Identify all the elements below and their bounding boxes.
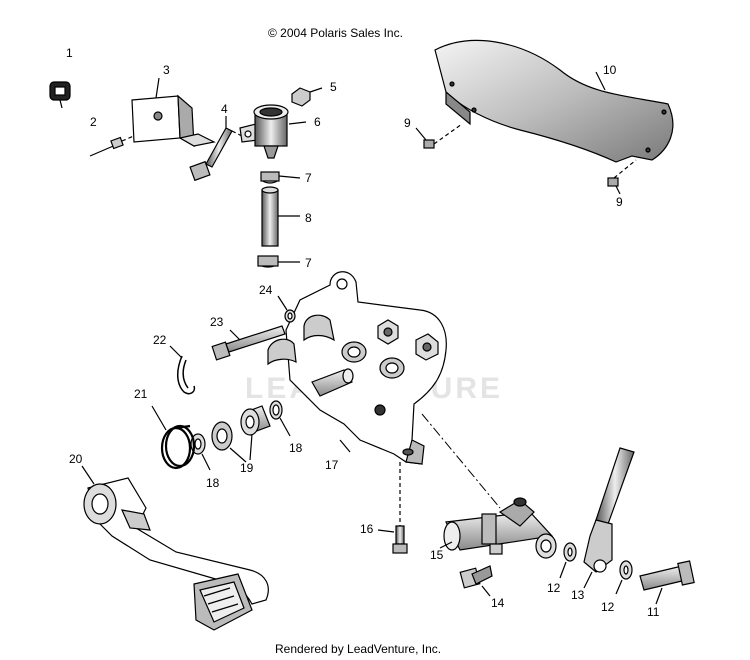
callout-6: 6 — [314, 115, 321, 129]
callout-labels: 1 2 3 4 5 6 7 8 7 9 10 9 24 23 22 21 18 … — [66, 46, 660, 619]
callout-12a: 12 — [547, 581, 561, 595]
part-8-hose — [261, 186, 300, 247]
callout-9b: 9 — [616, 195, 623, 209]
part-12-washer-right — [615, 560, 633, 595]
part-5-nut — [291, 87, 323, 107]
part-24-washer — [277, 295, 296, 323]
copyright-text: © 2004 Polaris Sales Inc. — [268, 26, 403, 40]
callout-11: 11 — [647, 605, 660, 619]
part-3-bracket — [131, 77, 216, 148]
callout-10: 10 — [603, 63, 617, 77]
callout-7a: 7 — [305, 171, 312, 185]
callout-4: 4 — [221, 102, 228, 116]
part-13-clevis-rod — [583, 447, 635, 589]
part-4-bolt — [189, 116, 251, 182]
part-23-bolt — [211, 325, 286, 361]
callout-13: 13 — [571, 588, 585, 602]
callout-16: 16 — [360, 522, 374, 536]
callout-21: 21 — [134, 387, 148, 401]
callout-5: 5 — [330, 80, 337, 94]
part-21-return-spring — [151, 405, 196, 470]
part-11-bolt — [639, 560, 695, 605]
part-20-brake-pedal — [81, 465, 269, 631]
callout-18b: 18 — [289, 441, 303, 455]
callout-8: 8 — [305, 211, 312, 225]
callout-18a: 18 — [206, 476, 220, 490]
callout-1: 1 — [66, 46, 73, 60]
callout-22: 22 — [153, 333, 167, 347]
part-14-bolt — [459, 565, 493, 597]
rendered-by-text: Rendered by LeadVenture, Inc. — [275, 642, 442, 656]
callout-14: 14 — [491, 596, 505, 610]
part-16-bolt — [377, 462, 408, 554]
part-9-screw-right — [607, 159, 637, 195]
part-7-clamp-lower — [257, 255, 300, 268]
assembly-centerline — [421, 413, 501, 509]
part-19-bushings — [211, 405, 271, 463]
part-17-mounting-bracket — [267, 271, 447, 465]
part-9-screw-left — [415, 123, 463, 149]
callout-15: 15 — [430, 548, 444, 562]
part-7-clamp-upper — [260, 171, 301, 184]
callout-2: 2 — [90, 115, 97, 129]
callout-20: 20 — [69, 452, 83, 466]
callout-3: 3 — [163, 63, 170, 77]
callout-7b: 7 — [305, 256, 312, 270]
callout-19: 19 — [240, 461, 254, 475]
callout-9a: 9 — [404, 116, 411, 130]
part-22-spring-clip — [169, 345, 196, 395]
part-10-seat — [434, 39, 674, 163]
callout-24: 24 — [259, 283, 273, 297]
part-1-clip — [49, 81, 71, 109]
part-12-washer-left — [559, 542, 577, 579]
callout-17: 17 — [325, 458, 339, 472]
part-15-master-cylinder — [439, 497, 557, 559]
callout-23: 23 — [210, 315, 224, 329]
part-18-washer-right — [269, 400, 291, 437]
callout-12b: 12 — [601, 600, 615, 614]
part-6-reservoir — [239, 104, 307, 159]
